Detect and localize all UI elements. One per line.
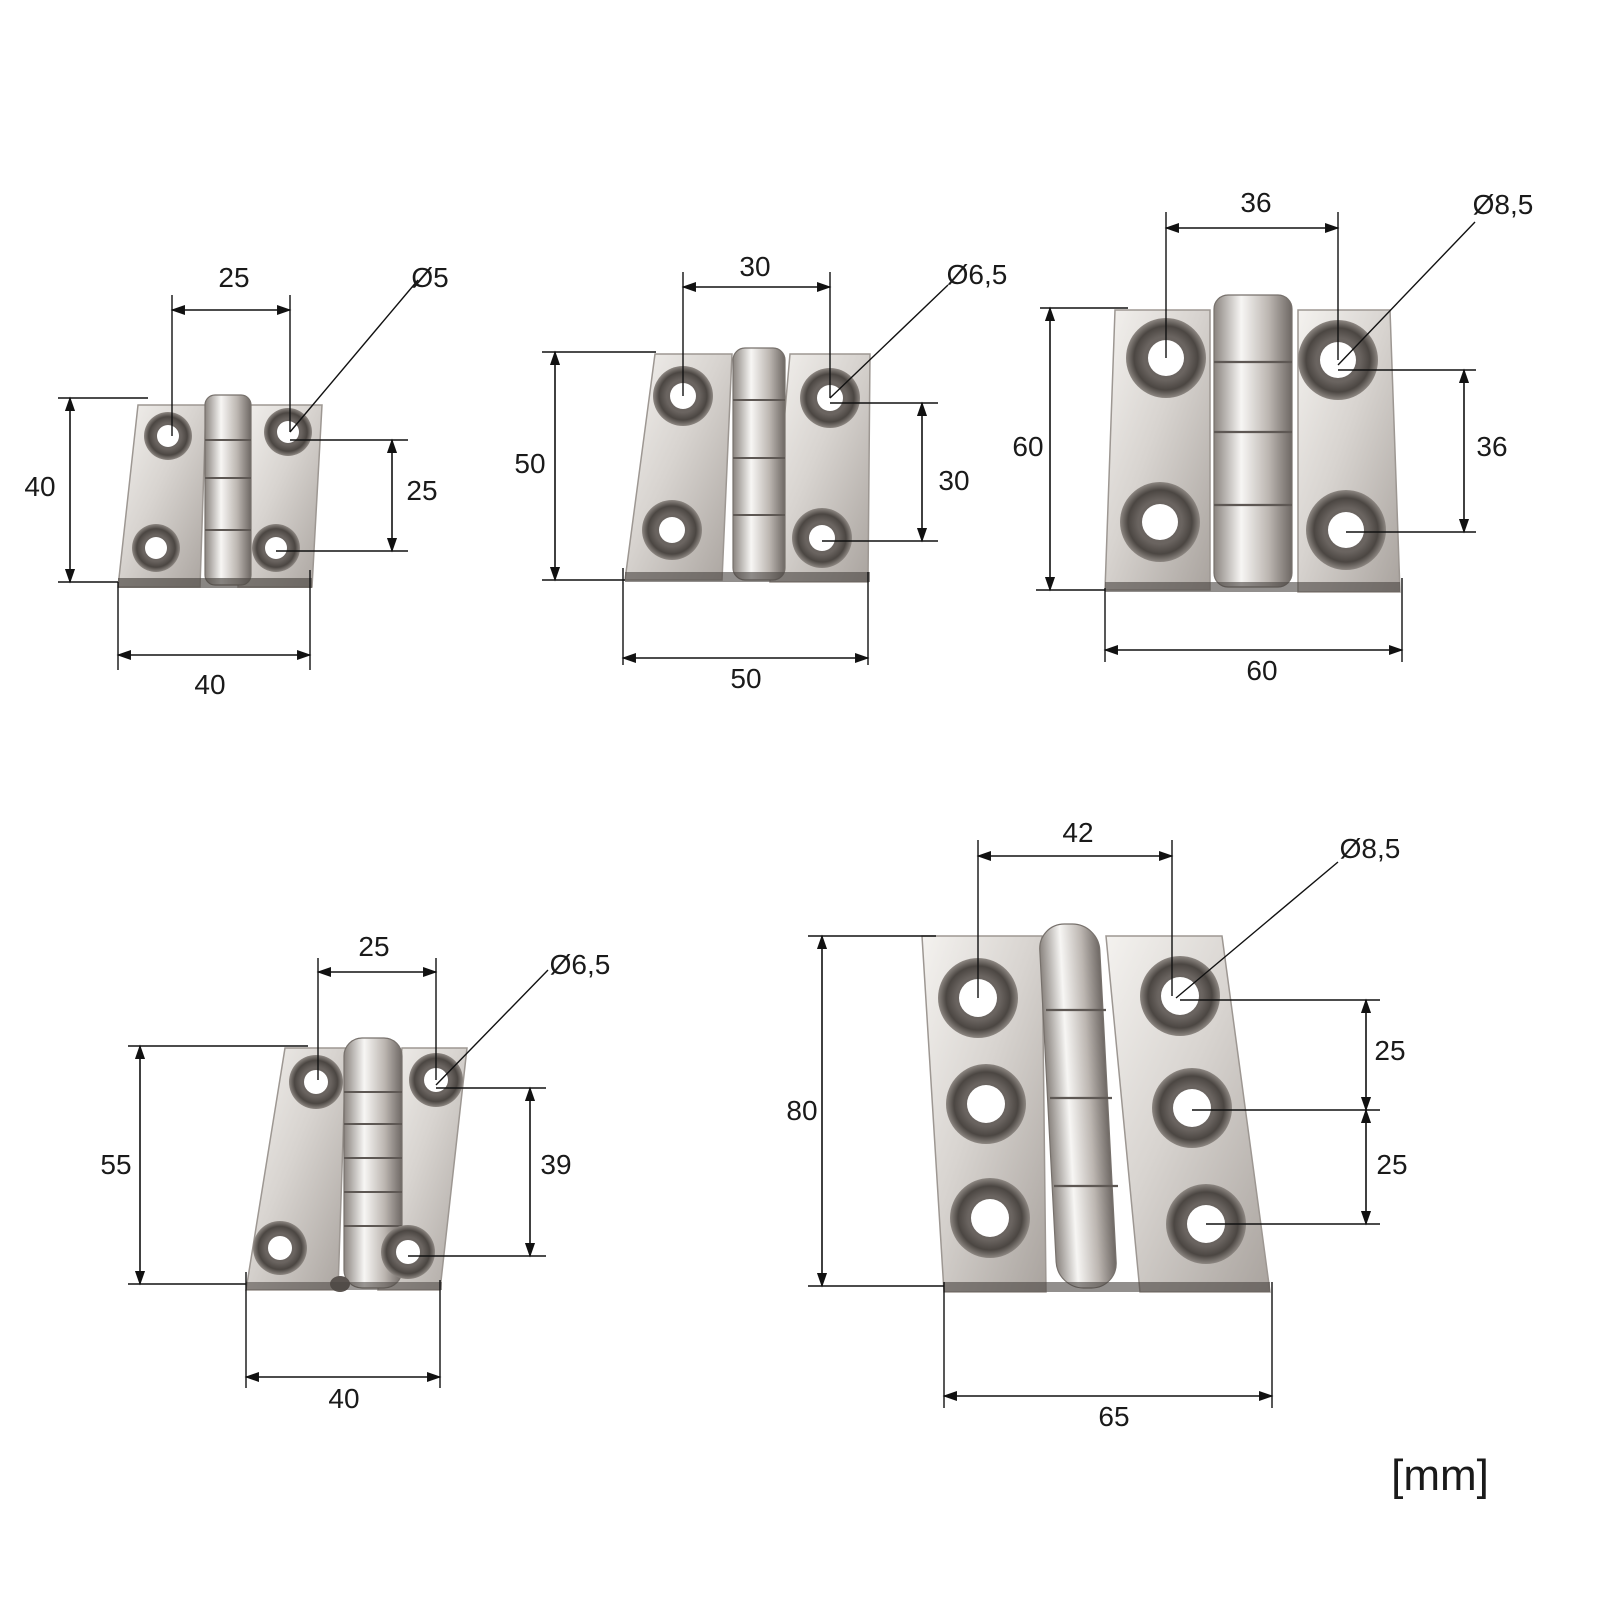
hinge-body bbox=[245, 1037, 468, 1292]
dimension-lines bbox=[58, 279, 419, 670]
width-label: 50 bbox=[730, 663, 761, 694]
hole-spacing-horizontal-label: 42 bbox=[1062, 817, 1093, 848]
height-label: 50 bbox=[514, 448, 545, 479]
hole-diameter-label: Ø6,5 bbox=[947, 259, 1008, 290]
hole-spacing-horizontal-label: 30 bbox=[739, 251, 770, 282]
width-label: 65 bbox=[1098, 1401, 1129, 1432]
hinge-body bbox=[921, 923, 1271, 1293]
hole-spacing-horizontal-label: 25 bbox=[358, 931, 389, 962]
hole-spacing-vertical-label: 36 bbox=[1476, 431, 1507, 462]
hinge-40x40: 25 Ø5 25 40 40 bbox=[24, 262, 448, 700]
width-label: 40 bbox=[194, 669, 225, 700]
unit-label: [mm] bbox=[1391, 1451, 1489, 1500]
hole-spacing-horizontal-label: 36 bbox=[1240, 187, 1271, 218]
dimension-lines bbox=[542, 272, 949, 665]
hole-diameter-label: Ø8,5 bbox=[1340, 833, 1401, 864]
hinge-40x55: 25 Ø6,5 39 55 40 bbox=[100, 931, 610, 1414]
hole-spacing-vertical-label-lower: 25 bbox=[1376, 1149, 1407, 1180]
hole-spacing-vertical-label: 30 bbox=[938, 465, 969, 496]
hinge-body bbox=[1104, 294, 1401, 593]
hinge-body bbox=[624, 347, 871, 583]
height-label: 40 bbox=[24, 471, 55, 502]
hole-spacing-horizontal-label: 25 bbox=[218, 262, 249, 293]
hole-diameter-label: Ø8,5 bbox=[1473, 189, 1534, 220]
dimension-lines bbox=[808, 840, 1380, 1408]
hole-spacing-vertical-label: 25 bbox=[406, 475, 437, 506]
hinge-body bbox=[117, 394, 323, 588]
width-label: 40 bbox=[328, 1383, 359, 1414]
hole-diameter-label: Ø5 bbox=[411, 262, 448, 293]
width-label: 60 bbox=[1246, 655, 1277, 686]
hole-spacing-vertical-label: 39 bbox=[540, 1149, 571, 1180]
dimension-lines bbox=[1036, 212, 1476, 662]
height-label: 60 bbox=[1012, 431, 1043, 462]
dimension-lines bbox=[128, 958, 549, 1388]
height-label: 80 bbox=[786, 1095, 817, 1126]
hole-spacing-vertical-label-upper: 25 bbox=[1374, 1035, 1405, 1066]
hinge-60x60: 36 Ø8,5 36 60 60 bbox=[1012, 187, 1533, 686]
hinge-65x80: 42 Ø8,5 25 25 80 65 bbox=[786, 817, 1407, 1432]
hole-diameter-label: Ø6,5 bbox=[550, 949, 611, 980]
hinge-50x50: 30 Ø6,5 30 50 50 bbox=[514, 251, 1007, 694]
height-label: 55 bbox=[100, 1149, 131, 1180]
